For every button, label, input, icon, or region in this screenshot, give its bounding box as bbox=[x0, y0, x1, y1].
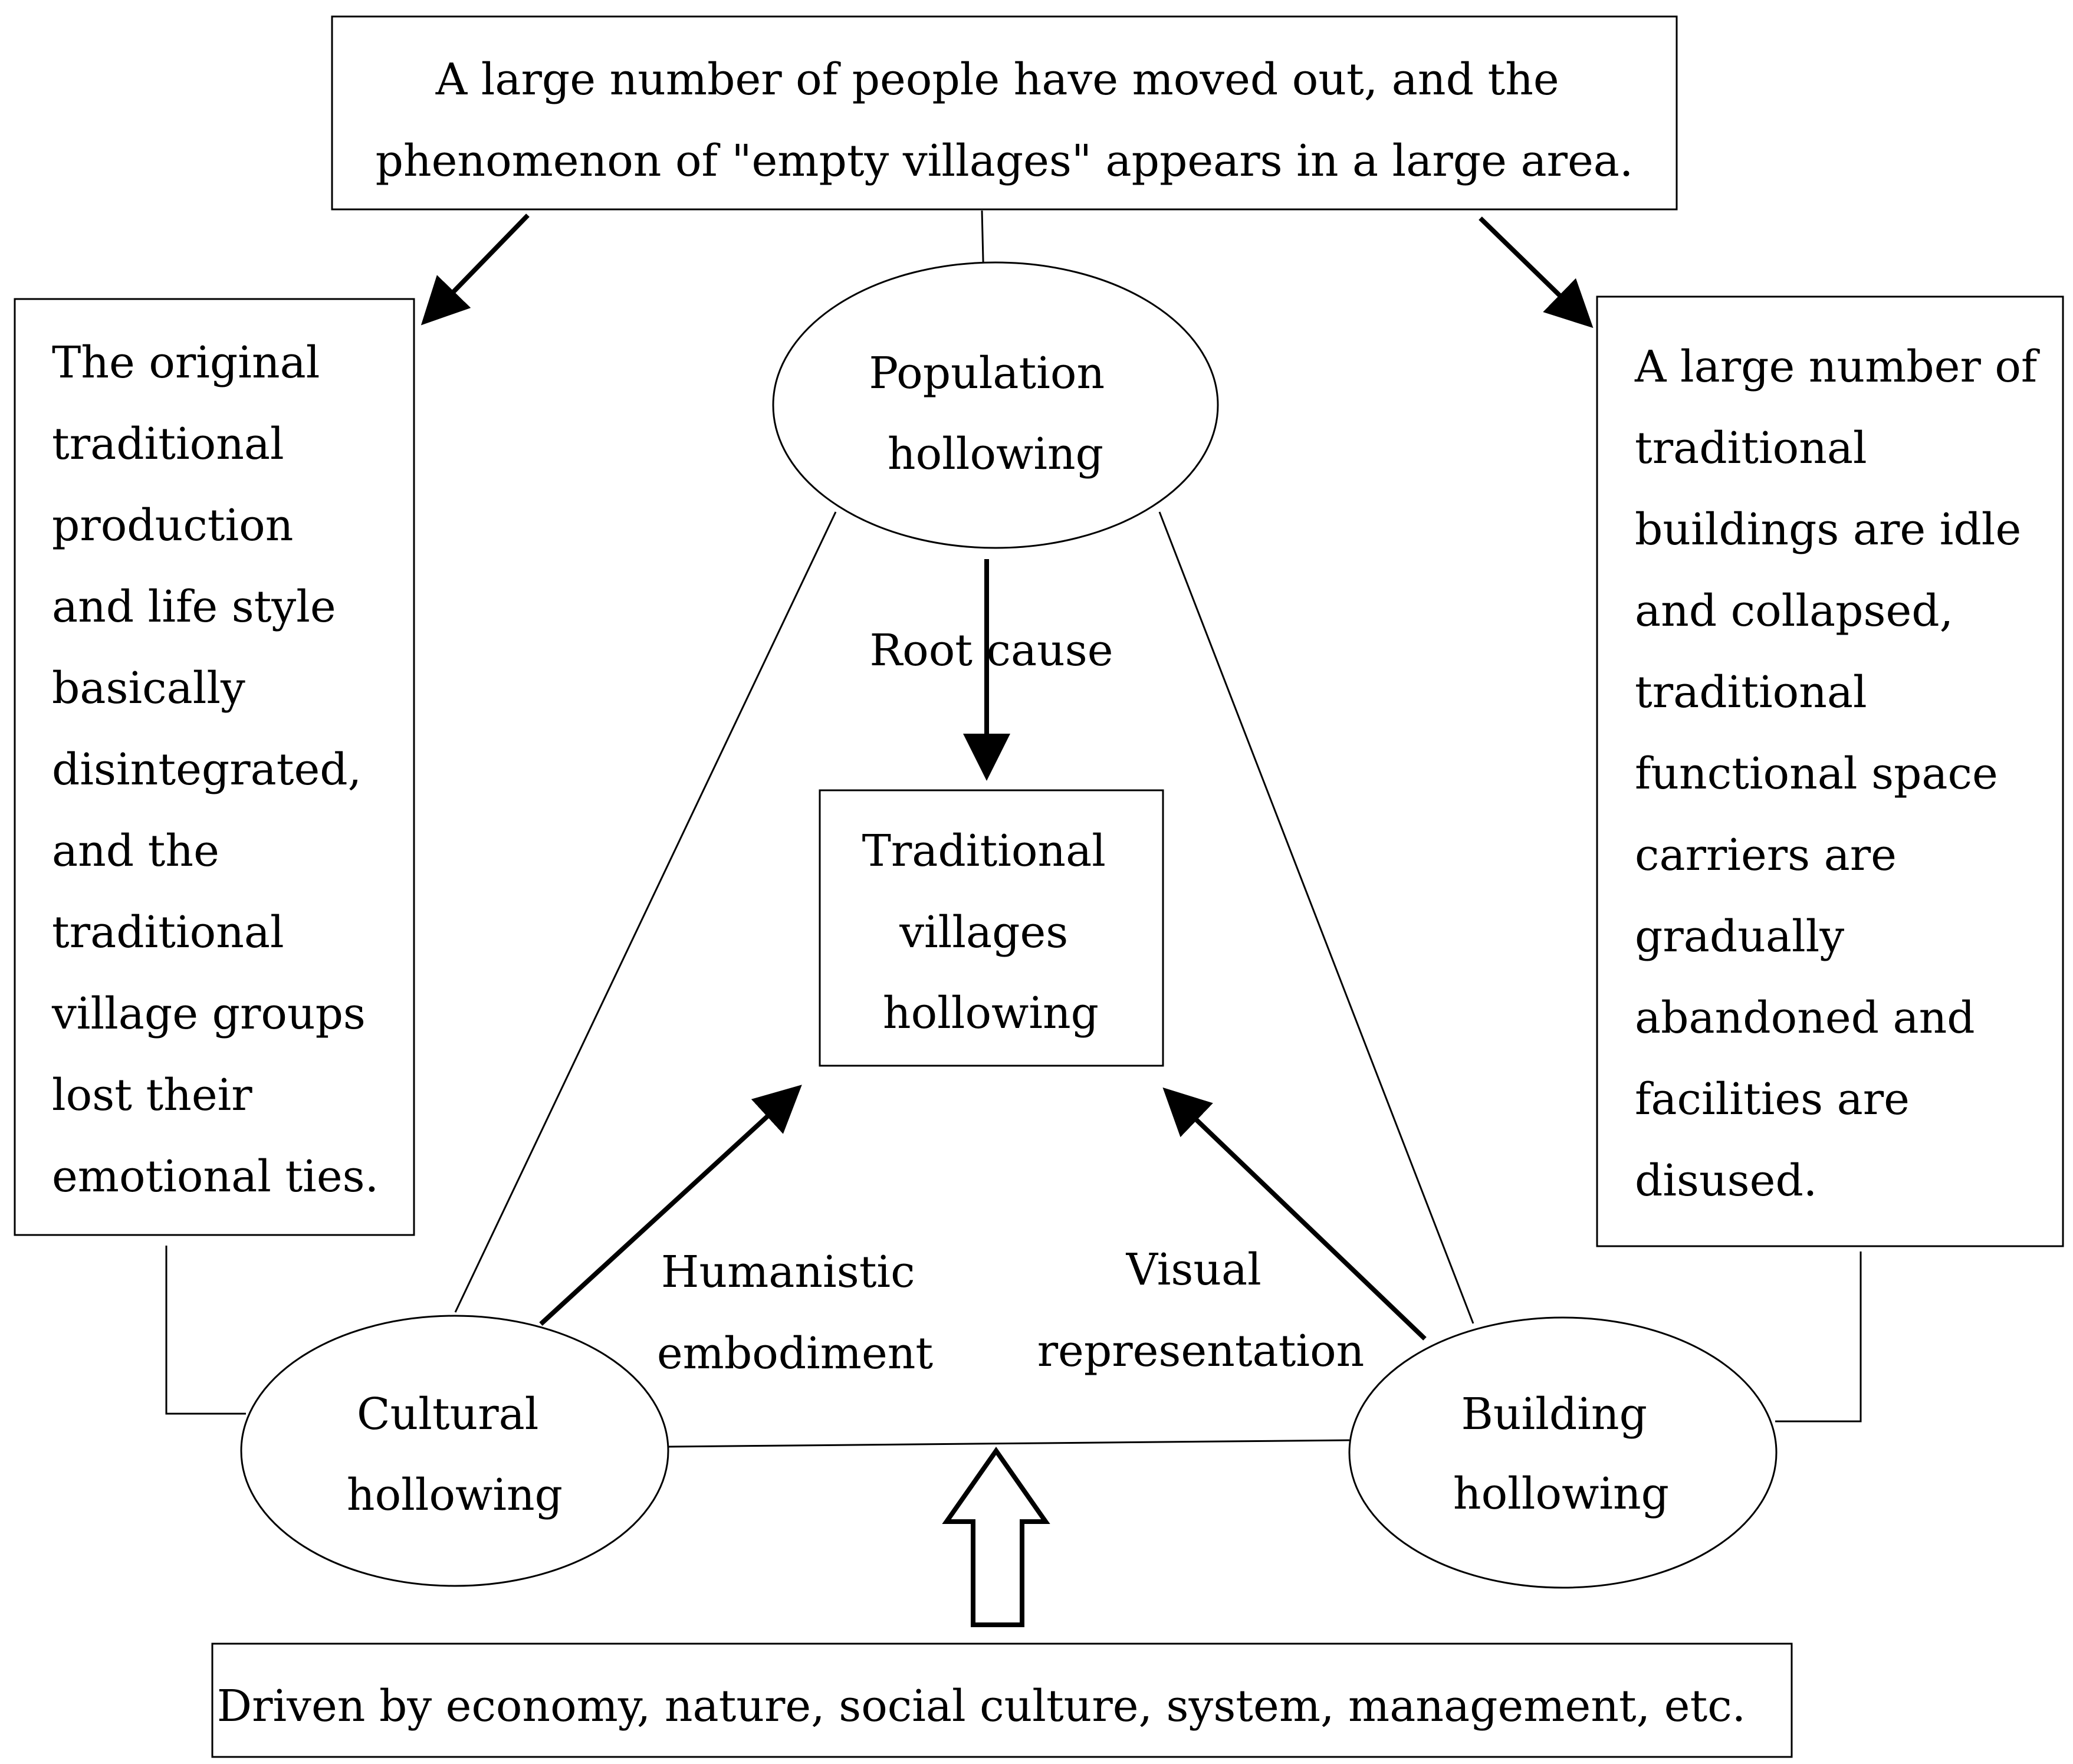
left-box-line-11: emotional ties. bbox=[52, 1151, 379, 1202]
connector-left-box-to-cultural bbox=[165, 1246, 246, 1415]
population-ellipse bbox=[772, 261, 1219, 549]
left-box-line-10: lost their bbox=[52, 1070, 252, 1121]
visual-label: Visual representation bbox=[1037, 1244, 1365, 1377]
arrow-building-to-center bbox=[1162, 1087, 1427, 1341]
center-box-line-3: hollowing bbox=[883, 988, 1099, 1039]
connector-right-box-to-building bbox=[1775, 1251, 1862, 1423]
root-cause-label: Root cause bbox=[869, 625, 1113, 676]
building-ellipse-text: Building hollowing bbox=[1453, 1389, 1669, 1519]
right-box-line-8: gradually bbox=[1635, 911, 1844, 962]
center-box-line-1: Traditional bbox=[862, 826, 1106, 876]
right-box-text: A large number of traditional buildings … bbox=[1634, 341, 2051, 1206]
population-line-1: Population bbox=[869, 348, 1105, 399]
left-box-line-8: traditional bbox=[52, 907, 284, 958]
right-box-line-5: traditional bbox=[1635, 667, 1867, 718]
population-ellipse-text: Population hollowing bbox=[869, 348, 1118, 479]
left-box-line-9: village groups bbox=[51, 988, 366, 1039]
top-box-line-1: A large number of people have moved out,… bbox=[435, 54, 1559, 105]
humanistic-line-1: Humanistic bbox=[661, 1247, 915, 1297]
left-box-line-5: basically bbox=[52, 663, 245, 714]
left-box-line-1: The original bbox=[52, 337, 320, 388]
center-box bbox=[819, 789, 1164, 1067]
left-box-line-2: traditional bbox=[52, 419, 284, 469]
cultural-line-1: Cultural bbox=[357, 1389, 539, 1440]
arrow-top-to-right-box bbox=[1479, 216, 1594, 329]
right-box-line-10: facilities are bbox=[1635, 1074, 1910, 1125]
left-box-text: The original traditional production and … bbox=[51, 337, 379, 1202]
right-box-line-6: functional space bbox=[1635, 748, 1998, 799]
right-box-line-2: traditional bbox=[1635, 423, 1867, 474]
top-box bbox=[331, 15, 1678, 211]
connector-population-to-cultural bbox=[454, 511, 837, 1313]
bottom-box-text: Driven by economy, nature, social cultur… bbox=[217, 1681, 1746, 1732]
left-box-line-3: production bbox=[52, 500, 293, 551]
right-box bbox=[1596, 295, 2064, 1247]
arrow-top-to-left-box bbox=[420, 213, 530, 326]
left-box-line-4: and life style bbox=[52, 582, 336, 632]
connector-population-to-building bbox=[1158, 511, 1474, 1324]
cultural-ellipse bbox=[240, 1315, 669, 1587]
cultural-line-2: hollowing bbox=[347, 1470, 563, 1520]
center-box-line-2: villages bbox=[899, 907, 1068, 958]
hollow-up-arrow bbox=[942, 1447, 1050, 1627]
humanistic-label: Humanistic embodiment bbox=[657, 1247, 934, 1379]
left-box bbox=[14, 298, 415, 1236]
left-box-line-6: disintegrated, bbox=[52, 744, 362, 795]
connector-cultural-to-building bbox=[667, 1439, 1350, 1448]
cultural-ellipse-text: Cultural hollowing bbox=[347, 1389, 563, 1520]
building-line-1: Building bbox=[1461, 1389, 1647, 1440]
population-line-2: hollowing bbox=[888, 429, 1103, 479]
right-box-line-3: buildings are idle bbox=[1635, 504, 2021, 555]
building-line-2: hollowing bbox=[1453, 1469, 1669, 1519]
building-ellipse bbox=[1348, 1316, 1778, 1589]
right-box-line-11: disused. bbox=[1635, 1155, 1817, 1206]
right-box-line-9: abandoned and bbox=[1635, 993, 1975, 1043]
visual-line-1: Visual bbox=[1126, 1244, 1261, 1295]
humanistic-line-2: embodiment bbox=[657, 1328, 934, 1379]
visual-line-2: representation bbox=[1037, 1326, 1365, 1377]
arrow-cultural-to-center bbox=[539, 1085, 802, 1326]
center-box-text: Traditional villages hollowing bbox=[862, 826, 1120, 1039]
right-box-line-1: A large number of bbox=[1634, 341, 2040, 392]
right-box-line-4: and collapsed, bbox=[1635, 586, 1953, 636]
right-box-line-7: carriers are bbox=[1635, 830, 1897, 881]
top-box-text: A large number of people have moved out,… bbox=[376, 54, 1634, 186]
bottom-box bbox=[211, 1643, 1793, 1758]
left-box-line-7: and the bbox=[52, 826, 219, 876]
top-box-line-2: phenomenon of "empty villages" appears i… bbox=[376, 136, 1634, 186]
